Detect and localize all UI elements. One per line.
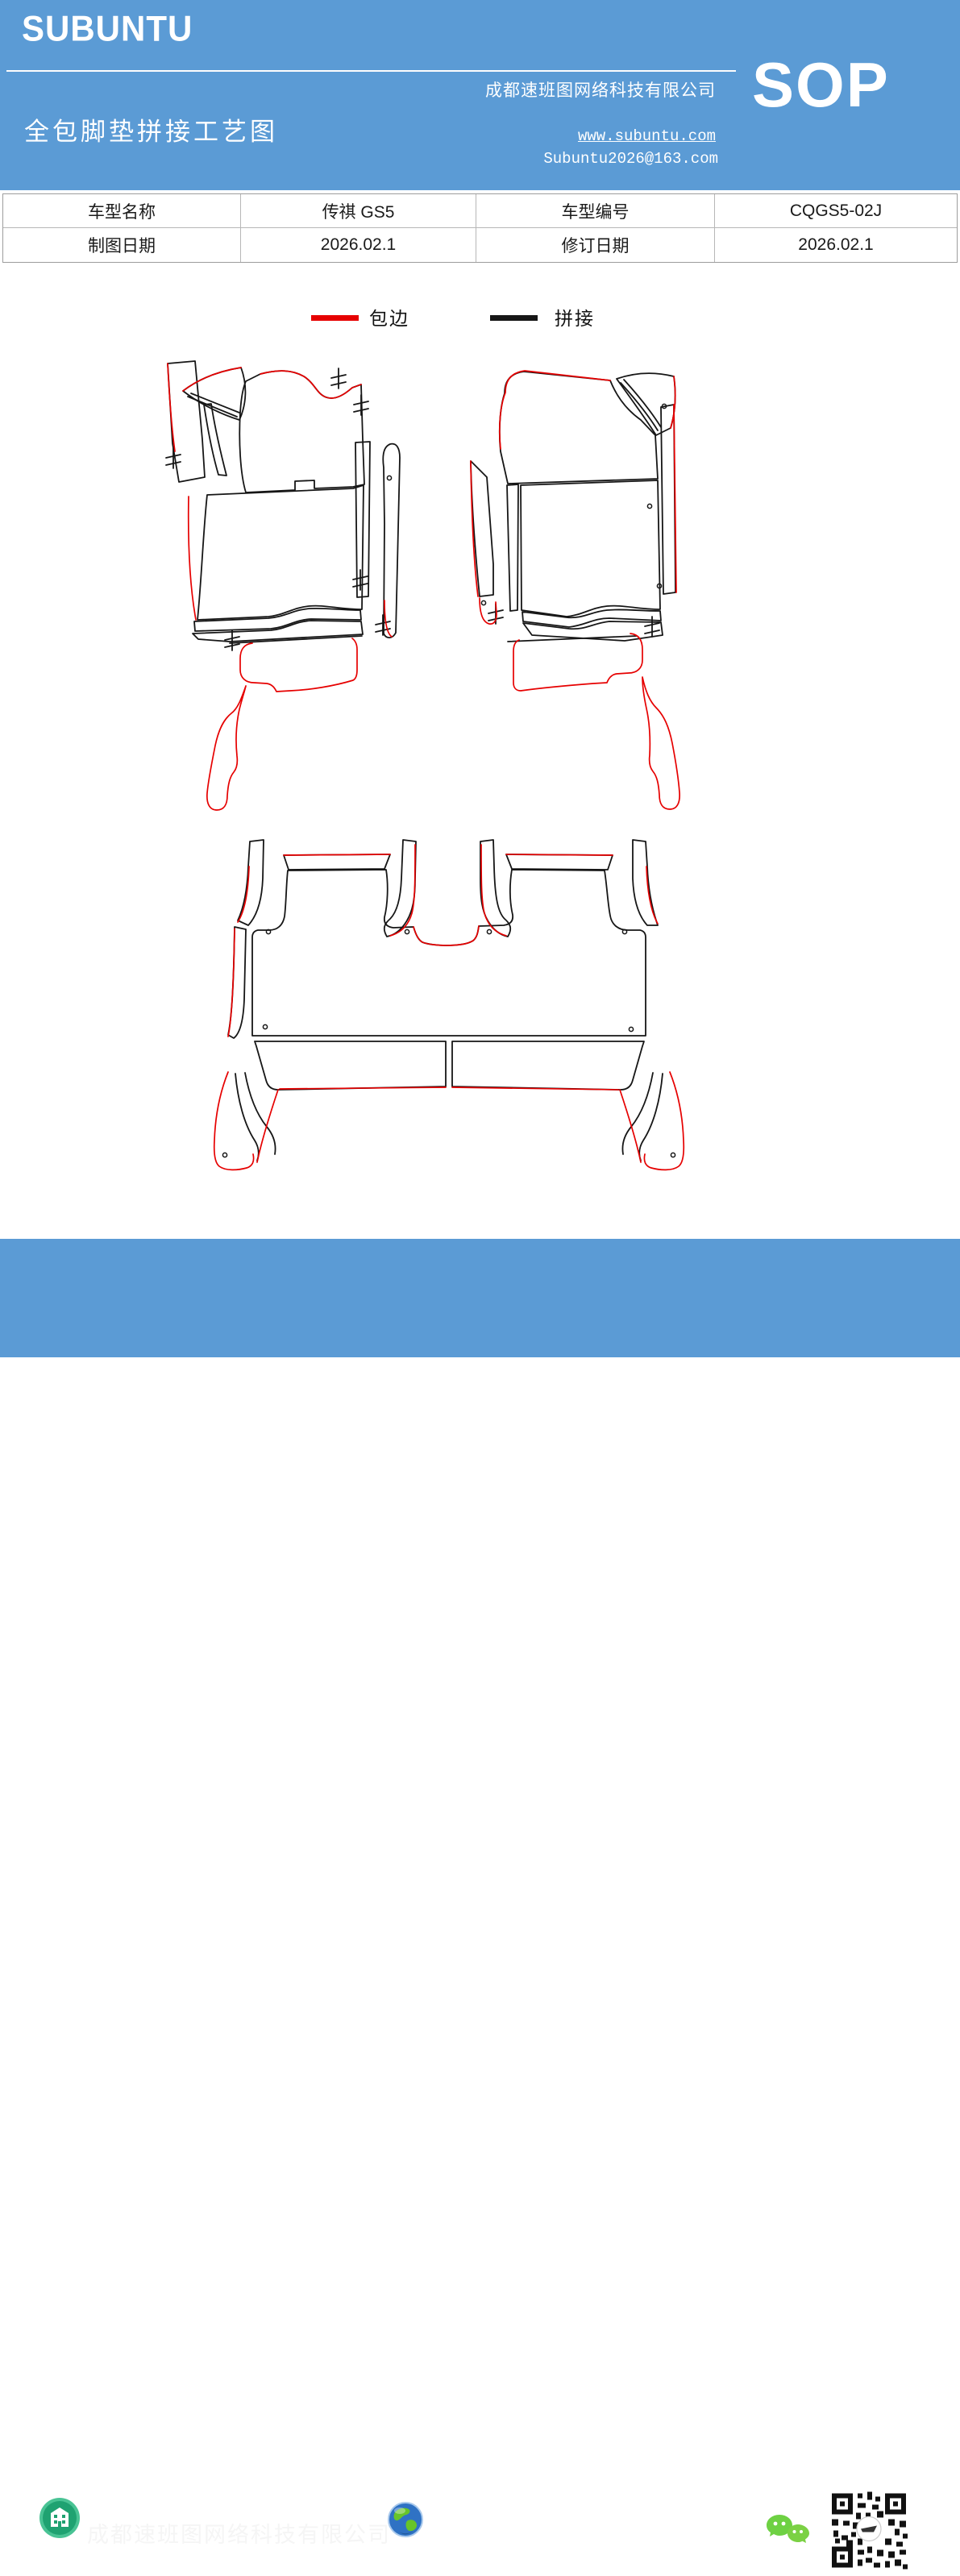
label-model-name: 车型名称 [3,194,241,228]
footer-website-link[interactable]: www.subuntu.com [427,2521,595,2542]
vehicle-info-table: 车型名称 传祺 GS5 车型编号 CQGS5-02J 制图日期 2026.02.… [2,193,958,263]
page-title: 全包脚垫拼接工艺图 [24,118,278,146]
binding-legend-label: 包边 [369,308,409,329]
value-model-name: 传祺 GS5 [241,194,476,228]
binding-lines [167,363,685,1171]
sop-badge: SOP [752,49,890,120]
header-website-link[interactable]: www.subuntu.com [577,127,716,145]
floor-mat-pattern-drawing [165,360,685,1171]
building-icon [39,2498,80,2538]
label-draw-date: 制图日期 [3,228,241,262]
header-band: SUBUNTU 全包脚垫拼接工艺图 成都速班图网络科技有限公司 www.subu… [0,0,960,190]
brand-logo: SUBUNTU [22,8,193,49]
footer-band: 成都速班图网络科技有限公司 www.subuntu.com [0,1239,960,2576]
splice-legend-swatch [490,315,538,321]
header-divider [6,70,736,72]
binding-legend-swatch [311,315,359,321]
value-model-code: CQGS5-02J [715,194,957,228]
qr-code [824,2485,914,2576]
globe-icon [388,2502,423,2537]
header-email[interactable]: Subuntu2026@163.com [543,150,718,168]
wechat-icon [767,2515,809,2543]
label-revise-date: 修订日期 [476,228,715,262]
value-draw-date: 2026.02.1 [241,228,476,262]
label-model-code: 车型编号 [476,194,715,228]
footer-company-name: 成都速班图网络科技有限公司 [87,2523,391,2547]
splice-lines [165,360,676,1161]
value-revise-date: 2026.02.1 [798,235,874,254]
splice-legend-label: 拼接 [555,308,595,329]
header-company-name: 成都速班图网络科技有限公司 [485,81,716,100]
